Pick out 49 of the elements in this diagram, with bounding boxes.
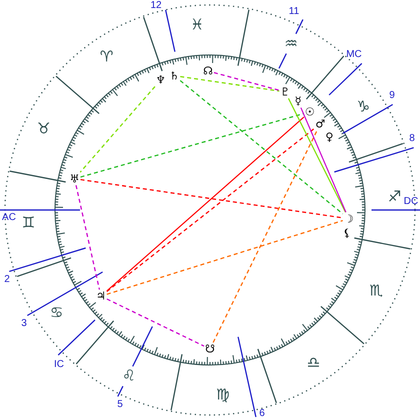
- zodiac-sign-symbol: ♒: [284, 36, 298, 52]
- planet-symbol: ☽: [344, 213, 354, 224]
- zodiac-sign-symbol: ♈: [100, 49, 114, 64]
- aspect-line: [212, 130, 318, 343]
- zodiac-sign-symbol: ♏: [370, 284, 383, 299]
- house-number: 3: [21, 319, 27, 329]
- zodiac-sign-symbol: ♓: [190, 18, 204, 33]
- zodiac-sign-symbol: ♎: [306, 356, 320, 371]
- planet-symbol: ♃: [96, 290, 106, 302]
- planet-symbol: ☉: [304, 106, 315, 118]
- zodiac-sign-symbol: ♊: [22, 215, 36, 230]
- planet-symbol: ♂: [315, 118, 326, 130]
- house-number: 9: [389, 91, 395, 101]
- planet-symbol: ♅: [70, 173, 80, 184]
- aspect-line: [75, 185, 100, 290]
- angle-label: MC: [346, 50, 362, 60]
- zodiac-sign-symbol: ♌: [122, 368, 136, 384]
- zodiac-sign-symbol: ♍: [216, 387, 230, 402]
- aspect-line: [80, 112, 304, 178]
- planet-symbol: ♇: [280, 86, 290, 98]
- aspect-line: [300, 107, 346, 212]
- planet-symbol: ☋: [205, 344, 215, 354]
- aspect-line: [214, 72, 280, 91]
- angle-label: IC: [54, 360, 64, 370]
- aspect-line: [180, 80, 344, 214]
- planet-symbol: ☿: [294, 96, 302, 107]
- planet-symbol: ⚸: [343, 228, 352, 239]
- aspect-line: [106, 220, 343, 295]
- house-number: 8: [409, 134, 415, 144]
- zodiac-sign-symbol: ♉: [37, 121, 50, 136]
- angle-label: DC: [404, 197, 418, 207]
- aspect-line: [288, 98, 346, 212]
- planet-symbol: ♆: [156, 74, 166, 86]
- planet-symbol: ♀: [325, 131, 334, 142]
- planet-symbol: ☊: [203, 66, 213, 76]
- zodiac-sign-symbol: ♐: [388, 190, 402, 205]
- house-number: 2: [4, 275, 10, 285]
- aspect-line: [106, 298, 204, 347]
- house-number: 12: [150, 1, 162, 11]
- angle-label: AC: [2, 213, 16, 223]
- house-number: 5: [117, 400, 123, 410]
- zodiac-sign-symbol: ♑: [356, 99, 370, 114]
- aspect-line: [80, 179, 343, 218]
- house-number: 11: [288, 7, 300, 17]
- aspect-line: [80, 86, 156, 173]
- aspect-line: [180, 76, 280, 92]
- zodiac-sign-symbol: ♋: [50, 306, 64, 321]
- planet-symbol: ♄: [169, 70, 180, 82]
- house-number: 6: [259, 409, 265, 419]
